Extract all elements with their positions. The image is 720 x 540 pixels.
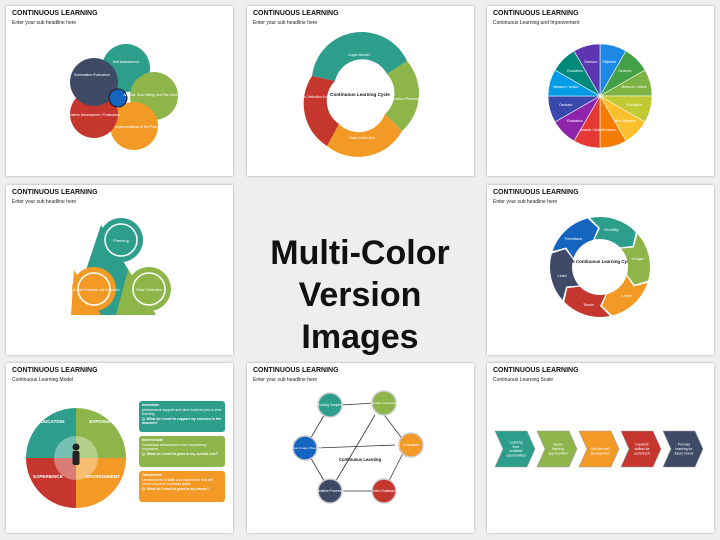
label: EDUCATION	[38, 419, 66, 424]
label: Training Samples	[318, 403, 343, 407]
wheel-label: Evaluation	[626, 103, 642, 107]
wheel-label: Evaluation	[567, 69, 583, 73]
cycle-diagram: Continuous Learning Cycle Logic Model Ev…	[294, 32, 419, 157]
label: Evaluation Planning	[387, 97, 419, 101]
label: EXPOSURE	[89, 419, 115, 424]
cycle-center: Continuous Learning Cycle	[330, 92, 390, 97]
label: Formative Assessment / Evaluation	[64, 113, 120, 117]
wheel-label: Measure / Action	[578, 128, 603, 132]
label: Data Collection	[136, 288, 162, 292]
label: Real-Time Feedback and Reflection	[69, 288, 120, 292]
slide-thumbnail-8[interactable]: CONTINUOUS LEARNING Continuous Learning …	[487, 363, 714, 533]
slide-subtitle: Continuous Learning Scale	[493, 377, 554, 383]
cycle-center: The Continuous Learning Cycle	[567, 259, 634, 264]
info-box-transitional: Transitional Development of skills and e…	[139, 471, 225, 502]
scale-chevron	[578, 430, 620, 468]
slide-subtitle: Continuous Learning Model	[12, 377, 74, 383]
slide-title: CONTINUOUS LEARNING	[493, 10, 579, 17]
wheel-label: Decision	[584, 60, 597, 64]
slide-thumbnail-1[interactable]: CONTINUOUS LEARNING Enter your sub headl…	[6, 6, 233, 176]
scale-chevron	[494, 430, 536, 468]
network-center: Continuous Learning	[339, 457, 382, 462]
slide-title: CONTINUOUS LEARNING	[12, 10, 98, 17]
slide-thumbnail-4[interactable]: CONTINUOUS LEARNING Enter your sub headl…	[6, 185, 233, 355]
slide-subtitle: Enter your sub headline here	[12, 20, 77, 26]
cycle-arrow	[550, 249, 580, 301]
slide-subtitle: Enter your sub headline here	[493, 199, 558, 205]
flower-diagram: Self Assessment Summative Evaluation Ana…	[64, 44, 189, 150]
page-title: Multi-Color Version Images	[247, 232, 473, 358]
slide-subtitle: Enter your sub headline here	[253, 20, 318, 26]
cycle-arrow	[601, 275, 648, 316]
info-box-immediate: Immediate performance support and other …	[139, 401, 225, 432]
arrow-label: Teach	[583, 302, 594, 307]
arrow-label: Feedback	[565, 236, 583, 241]
wheel-label: Evaluation	[567, 119, 583, 123]
cycle-arrow	[552, 218, 599, 259]
slide-subtitle: Enter your sub headline here	[12, 199, 77, 205]
scale-chevron	[620, 430, 662, 468]
wheel-label: Objective	[602, 60, 616, 64]
label: Analysis, Reflection & Improvement	[294, 95, 344, 99]
label: Implementation of the Plan	[115, 125, 158, 129]
label: ENVIRONMENT	[86, 474, 120, 479]
label: Summative Evaluation	[74, 73, 110, 77]
cycle-arrow	[620, 233, 650, 285]
arrow-label: Humility	[604, 227, 618, 232]
label: Video Database	[373, 489, 396, 493]
slide-thumbnail-5[interactable]: CONTINUOUS LEARNING Enter your sub headl…	[487, 185, 714, 355]
slide-thumbnail-2[interactable]: CONTINUOUS LEARNING Enter your sub headl…	[247, 6, 474, 176]
wheel-label: Decision	[559, 103, 572, 107]
info-box-intermediate: Intermediate Curriculum development and …	[139, 436, 225, 467]
slide-thumbnail-7[interactable]: CONTINUOUS LEARNING Enter your sub headl…	[247, 363, 474, 533]
scale-chevron	[662, 430, 704, 468]
scale-chevron	[536, 430, 578, 468]
arrow-cycle: The Continuous Learning Cycle HumilityHu…	[550, 217, 650, 317]
slide-title: CONTINUOUS LEARNING	[493, 189, 579, 196]
wheel-segment	[573, 43, 601, 98]
arrow-label: Hunger	[631, 256, 645, 261]
label: Evaluation	[403, 443, 419, 447]
triangle-cycle: Planning Data Collection Real-Time Feedb…	[69, 218, 171, 315]
label: Logic Model	[348, 52, 370, 57]
label: Analysis, Goal Setting, and Plan Develop…	[123, 93, 188, 97]
cycle-arrow	[590, 217, 636, 248]
wheel-label: Measure / Action	[622, 85, 647, 89]
wheel-label: Decision	[618, 69, 631, 73]
label: Human Image Observer	[289, 446, 321, 450]
title-line-1: Multi-Color	[270, 234, 450, 272]
label: EXPERIENCE	[33, 474, 63, 479]
arrow-label: Learn	[621, 293, 631, 298]
slide-title: CONTINUOUS LEARNING	[493, 367, 579, 374]
wheel-label: Decision	[603, 128, 616, 132]
quadrant-diagram: EDUCATION EXPOSURE EXPERIENCE ENVIRONMEN…	[26, 408, 126, 508]
slide-subtitle: Continuous Learning and Improvement	[493, 20, 580, 26]
slide-title: CONTINUOUS LEARNING	[253, 367, 339, 374]
wheel-label: New Objective	[614, 119, 636, 123]
label: Data Collection	[349, 136, 375, 140]
wheel-label: Measure / Action	[553, 85, 578, 89]
slide-title: CONTINUOUS LEARNING	[12, 189, 98, 196]
slide-title: CONTINUOUS LEARNING	[12, 367, 98, 374]
label: Classifier Parameters	[370, 401, 399, 405]
slide-subtitle: Enter your sub headline here	[253, 377, 318, 383]
slide-title: CONTINUOUS LEARNING	[253, 10, 339, 17]
title-line-2: Version Images	[298, 276, 422, 356]
slide-thumbnail-3[interactable]: CONTINUOUS LEARNING Continuous Learning …	[487, 6, 714, 176]
cycle-arrow	[564, 286, 610, 317]
slide-thumbnail-6[interactable]: CONTINUOUS LEARNING Continuous Learning …	[6, 363, 233, 533]
arrow-label: Lead	[558, 273, 567, 278]
label: Self Assessment	[113, 60, 140, 64]
network-diagram: Continuous Learning Training Samples Cla…	[289, 390, 424, 504]
label: Planning	[113, 238, 129, 243]
label: Realtime Processor	[316, 489, 345, 493]
